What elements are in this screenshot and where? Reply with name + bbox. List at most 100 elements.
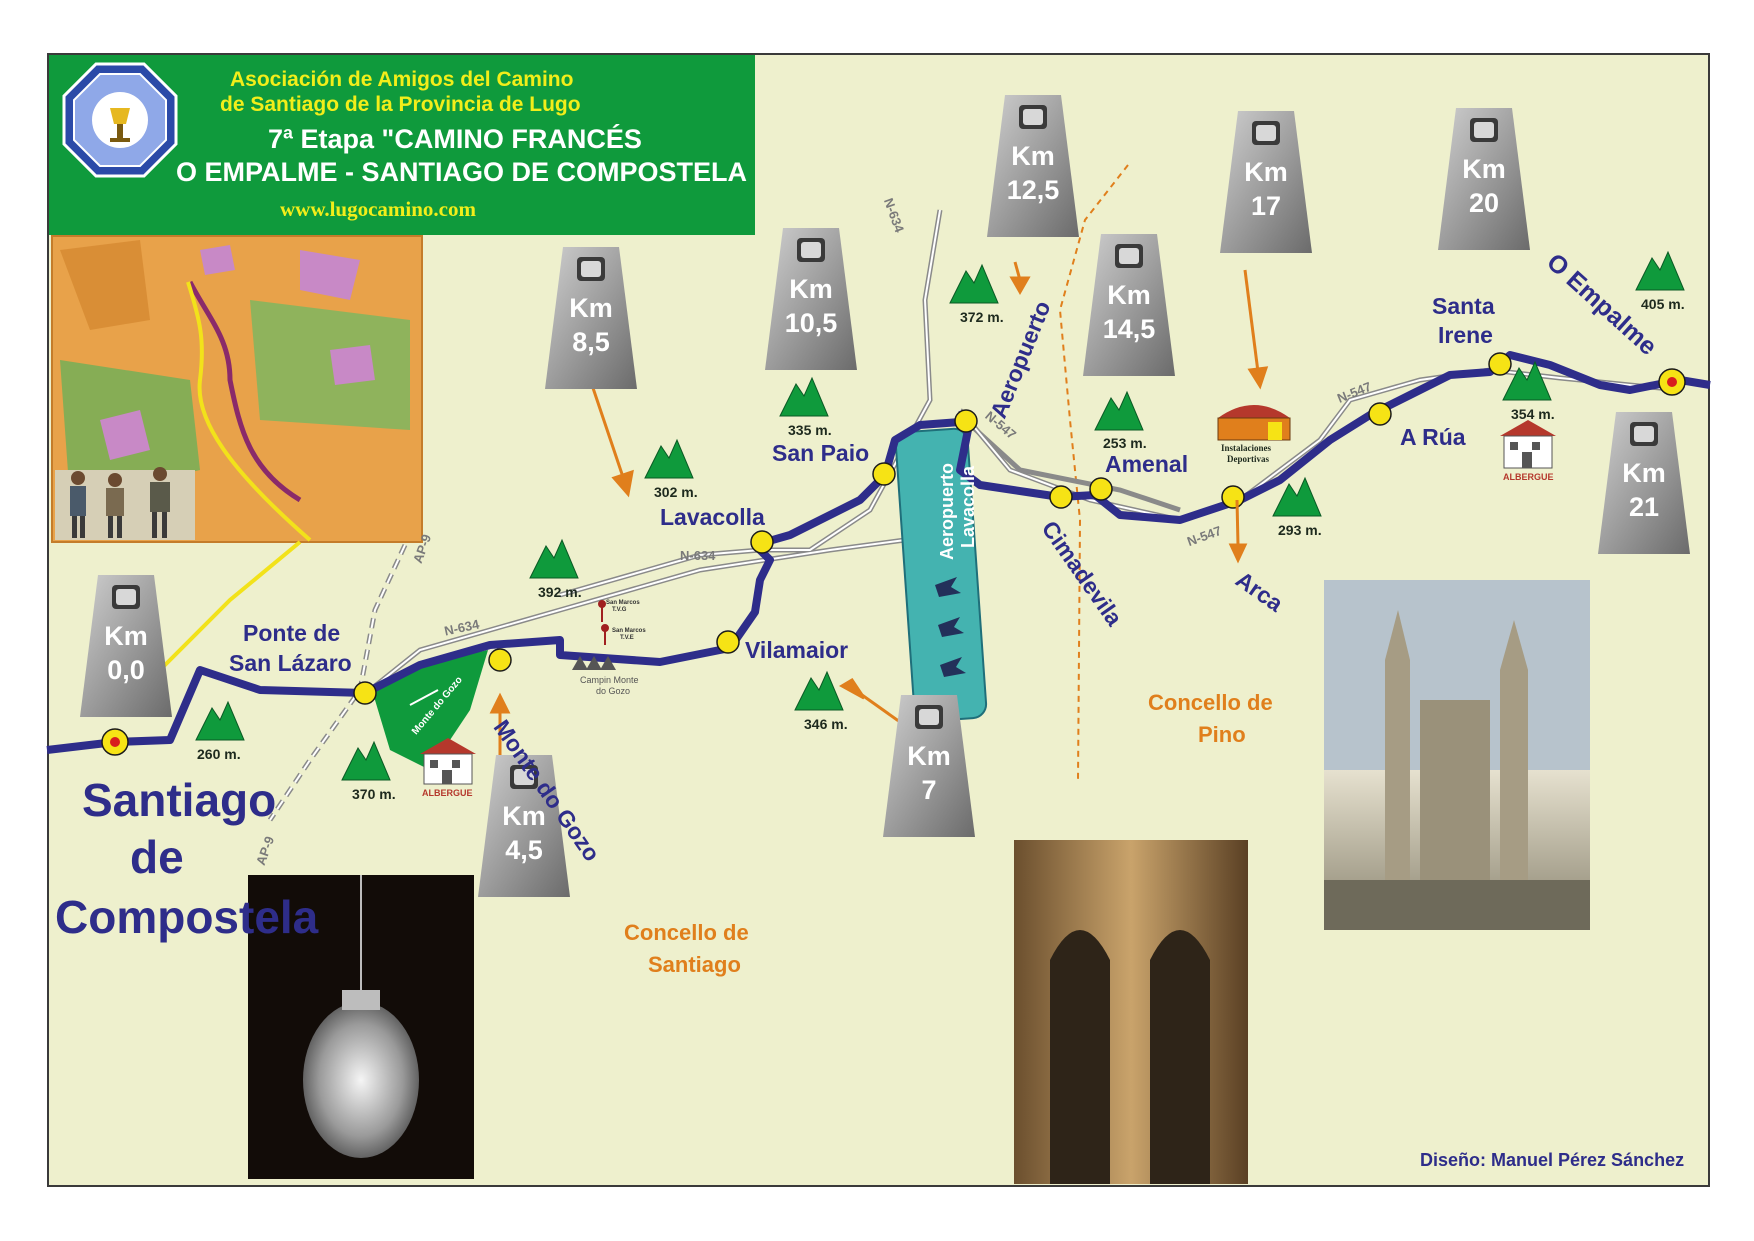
stone-km-value: 14,5 bbox=[1102, 314, 1156, 344]
city-name-line-1: Santiago bbox=[82, 774, 277, 826]
label-irene: Irene bbox=[1438, 322, 1493, 348]
cathedral-photo bbox=[1324, 580, 1590, 930]
altitude-335: 335 m. bbox=[788, 422, 832, 438]
stop-san-paio bbox=[872, 462, 896, 486]
stop-lavacolla bbox=[750, 530, 774, 554]
label-santa: Santa bbox=[1432, 293, 1495, 319]
stone-km-label: Km bbox=[569, 293, 613, 323]
stone-km-value: 10,5 bbox=[784, 308, 838, 338]
stone-km-value: 8,5 bbox=[572, 327, 610, 357]
concello-pino-2: Pino bbox=[1198, 722, 1246, 747]
stage-title: 7ª Etapa "CAMINO FRANCÉS bbox=[268, 124, 642, 154]
campsite-label-2: do Gozo bbox=[596, 686, 631, 696]
altitude-markers bbox=[195, 250, 1685, 781]
stone-km-label: Km bbox=[502, 801, 546, 831]
albergue-icon bbox=[420, 738, 476, 785]
km-marker-stone: Km 20 bbox=[1438, 108, 1530, 250]
stone-shape bbox=[478, 755, 570, 897]
association-logo-icon bbox=[62, 62, 178, 178]
route-title: O EMPALME - SANTIAGO DE COMPOSTELA bbox=[176, 157, 748, 187]
municipal-boundary bbox=[1058, 164, 1129, 781]
albergue-label-1: ALBERGUE bbox=[422, 788, 473, 798]
stop-vilamaior bbox=[716, 630, 740, 654]
road-n634-a: N-634 bbox=[680, 548, 716, 563]
city-name: Santiago bbox=[82, 770, 277, 830]
stop-amenal bbox=[1089, 477, 1113, 501]
antenna-label-1a: San Marcos bbox=[606, 600, 640, 606]
km-marker-stone: Km 10,5 bbox=[765, 228, 857, 370]
stone-km-label: Km bbox=[104, 621, 148, 651]
stop-arca bbox=[1221, 485, 1245, 509]
albergue-icon bbox=[1500, 420, 1556, 469]
stone-km-label: Km bbox=[1244, 157, 1288, 187]
label-san-lazaro: San Lázaro bbox=[229, 650, 352, 676]
concello-pino-1: Concello de bbox=[1148, 690, 1273, 715]
antenna-label-2a: San Marcos bbox=[612, 628, 646, 634]
stone-km-value: 20 bbox=[1468, 188, 1500, 218]
altitude-346: 346 m. bbox=[804, 716, 848, 732]
stone-km-label: Km bbox=[1107, 280, 1151, 310]
campsite-label-1: Campin Monte bbox=[580, 675, 639, 685]
botafumeiro-photo bbox=[248, 875, 474, 1179]
km-marker-stone: Km 4,5 bbox=[478, 755, 570, 897]
label-a-rua: A Rúa bbox=[1400, 424, 1466, 450]
campsite-icon bbox=[572, 656, 616, 670]
design-credit: Diseño: Manuel Pérez Sánchez bbox=[1420, 1150, 1685, 1170]
altitude-354: 354 m. bbox=[1511, 406, 1555, 422]
stone-shape bbox=[1438, 108, 1530, 250]
stone-km-value: 17 bbox=[1250, 191, 1282, 221]
stone-km-value: 7 bbox=[921, 775, 937, 805]
km-marker-stone: Km 17 bbox=[1220, 111, 1312, 253]
stop-aeropuerto bbox=[954, 409, 978, 433]
concello-santiago-2: Santiago bbox=[648, 952, 741, 977]
stone-shape bbox=[765, 228, 857, 370]
altitude-370: 370 m. bbox=[352, 786, 396, 802]
km-marker-stone: Km 12,5 bbox=[987, 95, 1079, 237]
km-marker-stone: Km 0,0 bbox=[80, 575, 172, 717]
km-marker-stone: Km 21 bbox=[1598, 412, 1690, 554]
stone-km-label: Km bbox=[907, 741, 951, 771]
city-name-line-2: de bbox=[130, 831, 184, 883]
pointer-arrows bbox=[489, 261, 1269, 780]
website-link[interactable]: www.lugocamino.com bbox=[280, 197, 476, 221]
plane-icon bbox=[935, 577, 961, 597]
stop-santa-irene bbox=[1488, 352, 1512, 376]
antenna-label-1b: T.V.G bbox=[612, 607, 627, 613]
km-marker-stone: Km 8,5 bbox=[545, 247, 637, 389]
stone-shape bbox=[1083, 234, 1175, 376]
stone-km-value: 0,0 bbox=[107, 655, 145, 685]
airport-name-2: Lavacolla bbox=[958, 465, 978, 548]
start-end-points bbox=[101, 368, 1686, 756]
label-ponte-de: Ponte de bbox=[243, 620, 341, 646]
sports-facility-icon bbox=[1217, 405, 1291, 441]
antenna-icon bbox=[598, 600, 609, 645]
stone-km-value: 12,5 bbox=[1006, 175, 1060, 205]
portico-photo bbox=[1014, 840, 1248, 1184]
sports-label-2: Deportivas bbox=[1227, 454, 1269, 464]
altitude-372: 372 m. bbox=[960, 309, 1004, 325]
stone-shape bbox=[80, 575, 172, 717]
stone-km-label: Km bbox=[789, 274, 833, 304]
monte-do-gozo-park bbox=[372, 650, 488, 770]
label-vilamaior: Vilamaior bbox=[745, 637, 849, 663]
stone-km-label: Km bbox=[1462, 154, 1506, 184]
km-marker-stone: Km 14,5 bbox=[1083, 234, 1175, 376]
albergue-label-2: ALBERGUE bbox=[1503, 472, 1554, 482]
stop-monte-do-gozo bbox=[488, 648, 512, 672]
plane-icon bbox=[940, 657, 966, 677]
sports-label-1: Instalaciones bbox=[1221, 443, 1272, 453]
stone-km-value: 21 bbox=[1628, 492, 1660, 522]
altitude-405: 405 m. bbox=[1641, 296, 1685, 312]
stone-shape bbox=[987, 95, 1079, 237]
route-stops bbox=[353, 352, 1512, 705]
camino-route bbox=[46, 351, 1711, 754]
label-san-paio: San Paio bbox=[772, 440, 870, 466]
santiago-city-inset bbox=[51, 235, 423, 682]
stone-shape bbox=[1220, 111, 1312, 253]
pilgrims-photo bbox=[55, 467, 195, 540]
altitude-260: 260 m. bbox=[197, 746, 241, 762]
plane-icon bbox=[938, 617, 964, 637]
altitude-253: 253 m. bbox=[1103, 435, 1147, 451]
header-line-1: Asociación de Amigos del Camino bbox=[230, 68, 574, 91]
